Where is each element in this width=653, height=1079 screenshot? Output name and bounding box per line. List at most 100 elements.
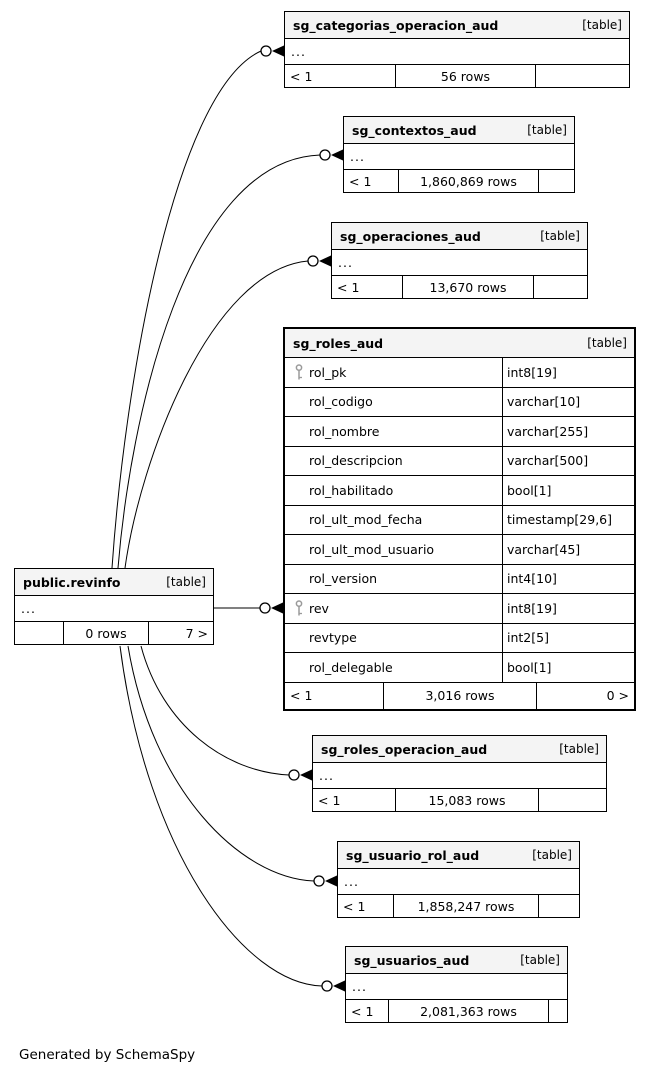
column-row-rol-pk: rol_pk int8[19] bbox=[285, 358, 634, 388]
collapsed-columns: ... bbox=[350, 149, 365, 164]
table-name[interactable]: sg_usuarios_aud bbox=[354, 952, 470, 968]
table-badge: [table] bbox=[587, 336, 627, 350]
column-row-rol-ult-mod-usuario: rol_ult_mod_usuario varchar[45] bbox=[285, 535, 634, 565]
row-count: 1,860,869 rows bbox=[399, 170, 539, 192]
row-count: 1,858,247 rows bbox=[394, 895, 539, 917]
column-type: bool[1] bbox=[507, 482, 552, 498]
column-row-rol-nombre: rol_nombre varchar[255] bbox=[285, 417, 634, 447]
table-footer: < 1 1,860,869 rows bbox=[344, 169, 574, 192]
column-row-rol-descripcion: rol_descripcion varchar[500] bbox=[285, 446, 634, 476]
children-count bbox=[539, 170, 574, 192]
collapsed-columns: ... bbox=[338, 255, 353, 270]
column-row-rol-version: rol_version int4[10] bbox=[285, 564, 634, 594]
row-count: 15,083 rows bbox=[396, 789, 539, 811]
column-type: varchar[255] bbox=[507, 423, 589, 439]
column-row-rol-ult-mod-fecha: rol_ult_mod_fecha timestamp[29,6] bbox=[285, 505, 634, 535]
column-name: rol_codigo bbox=[309, 394, 373, 410]
column-type: varchar[10] bbox=[507, 394, 581, 410]
table-name[interactable]: sg_roles_operacion_aud bbox=[321, 741, 488, 757]
table-name[interactable]: sg_usuario_rol_aud bbox=[346, 847, 480, 863]
column-name: revtype bbox=[309, 630, 357, 646]
column-name: rol_version bbox=[309, 571, 378, 587]
column-name: rol_delegable bbox=[309, 659, 393, 675]
parents-count bbox=[15, 622, 64, 644]
table-node-sg-operaciones-aud[interactable]: sg_operaciones_aud [table] ... < 1 13,67… bbox=[331, 222, 588, 299]
table-name[interactable]: public.revinfo bbox=[23, 574, 121, 590]
column-name: rev bbox=[309, 600, 329, 616]
column-type: varchar[500] bbox=[507, 453, 589, 469]
collapsed-columns: ... bbox=[21, 601, 36, 616]
table-header[interactable]: sg_roles_aud [table] bbox=[285, 329, 634, 358]
table-name[interactable]: sg_operaciones_aud bbox=[340, 228, 481, 244]
parents-count: < 1 bbox=[285, 682, 384, 709]
table-node-sg-usuarios-aud[interactable]: sg_usuarios_aud [table] ... < 1 2,081,36… bbox=[345, 946, 568, 1023]
table-header[interactable]: sg_usuarios_aud [table] bbox=[346, 947, 567, 974]
edge-revinfo-usuario-rol bbox=[127, 645, 315, 882]
column-row-rol-codigo: rol_codigo varchar[10] bbox=[285, 387, 634, 417]
collapsed-columns: ... bbox=[319, 768, 334, 783]
row-count: 13,670 rows bbox=[403, 276, 534, 298]
table-badge: [table] bbox=[166, 575, 206, 589]
table-footer: < 1 15,083 rows bbox=[313, 788, 606, 811]
column-name: rol_ult_mod_usuario bbox=[309, 541, 435, 557]
table-header[interactable]: public.revinfo [table] bbox=[15, 569, 213, 596]
table-node-sg-roles-aud[interactable]: sg_roles_aud [table] rol_pk int8[19] rol… bbox=[283, 327, 636, 711]
table-badge: [table] bbox=[582, 18, 622, 32]
table-header[interactable]: sg_contextos_aud [table] bbox=[344, 117, 574, 144]
table-footer: 0 rows 7 > bbox=[15, 621, 213, 644]
zero-circles bbox=[259, 45, 333, 992]
table-name[interactable]: sg_categorias_operacion_aud bbox=[293, 17, 499, 33]
parents-count: < 1 bbox=[344, 170, 399, 192]
column-name: rol_descripcion bbox=[309, 453, 403, 469]
parents-count: < 1 bbox=[346, 1000, 389, 1022]
children-count bbox=[549, 1000, 567, 1022]
children-count: 7 > bbox=[185, 625, 208, 641]
table-badge: [table] bbox=[540, 229, 580, 243]
table-node-sg-contextos-aud[interactable]: sg_contextos_aud [table] ... < 1 1,860,8… bbox=[343, 116, 575, 193]
table-footer: < 1 2,081,363 rows bbox=[346, 999, 567, 1022]
parents-count: < 1 bbox=[313, 789, 396, 811]
primary-key-icon bbox=[289, 364, 309, 381]
children-count: 0 > bbox=[606, 688, 629, 703]
edge-revinfo-operaciones bbox=[124, 260, 309, 569]
table-footer: < 1 3,016 rows 0 > bbox=[285, 682, 634, 709]
children-count bbox=[536, 65, 629, 87]
table-header[interactable]: sg_usuario_rol_aud [table] bbox=[338, 842, 579, 869]
table-header[interactable]: sg_categorias_operacion_aud [table] bbox=[285, 12, 629, 39]
table-footer: < 1 13,670 rows bbox=[332, 275, 587, 298]
table-header[interactable]: sg_roles_operacion_aud [table] bbox=[313, 736, 606, 763]
crowfoot-arrows bbox=[271, 45, 346, 992]
column-type: int2[5] bbox=[507, 630, 549, 646]
row-count: 3,016 rows bbox=[384, 682, 537, 709]
column-name: rol_ult_mod_fecha bbox=[309, 512, 423, 528]
table-badge: [table] bbox=[532, 848, 572, 862]
table-footer: < 1 1,858,247 rows bbox=[338, 894, 579, 917]
table-node-sg-categorias-operacion-aud[interactable]: sg_categorias_operacion_aud [table] ... … bbox=[284, 11, 630, 88]
edge-revinfo-categorias bbox=[111, 50, 262, 569]
table-footer: < 1 56 rows bbox=[285, 64, 629, 87]
row-count: 56 rows bbox=[396, 65, 536, 87]
parents-count: < 1 bbox=[285, 65, 396, 87]
column-type: int8[19] bbox=[507, 600, 557, 616]
collapsed-columns: ... bbox=[344, 874, 359, 889]
table-node-sg-usuario-rol-aud[interactable]: sg_usuario_rol_aud [table] ... < 1 1,858… bbox=[337, 841, 580, 918]
table-badge: [table] bbox=[520, 953, 560, 967]
table-node-public-revinfo[interactable]: public.revinfo [table] ... 0 rows 7 > bbox=[14, 568, 214, 645]
collapsed-columns: ... bbox=[352, 979, 367, 994]
column-type: int4[10] bbox=[507, 571, 557, 587]
table-name[interactable]: sg_roles_aud bbox=[293, 335, 384, 351]
table-name[interactable]: sg_contextos_aud bbox=[352, 122, 477, 138]
table-header[interactable]: sg_operaciones_aud [table] bbox=[332, 223, 587, 250]
row-count: 2,081,363 rows bbox=[389, 1000, 549, 1022]
table-badge: [table] bbox=[559, 742, 599, 756]
edge-revinfo-roles-operacion bbox=[140, 645, 290, 776]
parents-count: < 1 bbox=[338, 895, 394, 917]
column-type: bool[1] bbox=[507, 659, 552, 675]
table-node-sg-roles-operacion-aud[interactable]: sg_roles_operacion_aud [table] ... < 1 1… bbox=[312, 735, 607, 812]
primary-key-icon bbox=[289, 600, 309, 617]
collapsed-columns: ... bbox=[291, 44, 306, 59]
column-type: varchar[45] bbox=[507, 541, 581, 557]
column-name: rol_habilitado bbox=[309, 482, 394, 498]
